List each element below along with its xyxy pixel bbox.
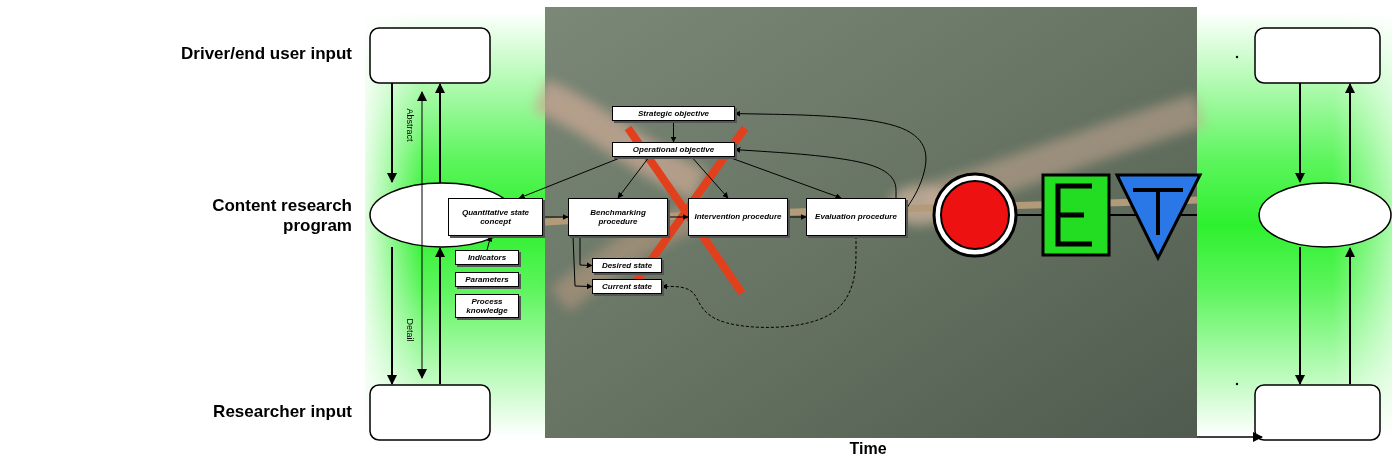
dot — [1236, 56, 1238, 58]
program-ellipse — [1259, 183, 1391, 247]
state-box: Desired state — [592, 258, 662, 273]
objective-box: Strategic objective — [612, 106, 735, 121]
node-text: Strategic objective — [638, 109, 709, 118]
node-text: Quantitative state concept — [452, 208, 539, 226]
flow-connector — [573, 236, 592, 287]
input-box — [370, 28, 490, 83]
flow-connector — [618, 157, 649, 198]
scale-label: Detail — [405, 318, 416, 341]
detail-box: Parameters — [455, 272, 519, 287]
flow-connector — [487, 236, 491, 250]
label-text: Content research program — [212, 196, 352, 235]
dot — [1236, 383, 1238, 385]
flow-connector — [692, 157, 728, 198]
green-band — [365, 12, 550, 437]
label-text: Detail — [405, 318, 415, 341]
detail-box: Indicators — [455, 250, 519, 265]
green-band-fade — [1195, 12, 1392, 437]
green-band — [1195, 12, 1392, 437]
flow-arrow — [439, 248, 441, 384]
row-label: Content research program — [182, 196, 352, 237]
node-text: Evaluation procedure — [815, 212, 897, 221]
green-square-symbol — [1043, 175, 1109, 255]
flow-connector — [735, 114, 926, 210]
node-text: Process knowledge — [459, 297, 515, 315]
flow-arrow — [1299, 83, 1301, 182]
flow-arrow — [1349, 248, 1351, 384]
node-text: Current state — [602, 282, 652, 291]
flow-arrow — [391, 247, 393, 384]
node-text: Operational objective — [633, 145, 714, 154]
label-text: Researcher input — [213, 402, 352, 421]
flow-arrow — [1299, 247, 1301, 384]
node-text: Intervention procedure — [694, 212, 781, 221]
flow-connector — [580, 236, 592, 266]
row-label: Driver/end user input — [100, 44, 352, 64]
label-text: Time — [849, 440, 886, 457]
flow-connector — [519, 157, 622, 198]
input-box — [1255, 28, 1380, 83]
red-circle-symbol — [941, 181, 1009, 249]
procedure-box: Intervention procedure — [688, 198, 788, 236]
flow-connector — [673, 121, 674, 142]
blue-triangle-symbol — [1117, 175, 1200, 258]
row-label: Researcher input — [100, 402, 352, 422]
procedure-box: Benchmarking procedure — [568, 198, 668, 236]
state-box: Current state — [592, 279, 662, 294]
axis-label: Time — [818, 439, 918, 458]
photo-background — [545, 7, 1197, 438]
flow-connector — [729, 157, 841, 198]
flow-connector — [662, 236, 856, 327]
flow-connector — [543, 217, 568, 218]
green-band-fade — [365, 12, 550, 437]
scale-bracket — [422, 92, 423, 378]
photo-arms — [540, 95, 1200, 300]
time-axis — [1190, 436, 1262, 438]
node-text: Indicators — [468, 253, 506, 262]
red-circle-symbol — [934, 174, 1016, 256]
input-box — [370, 385, 490, 440]
procedure-box: Evaluation procedure — [806, 198, 906, 236]
node-text: Parameters — [465, 275, 509, 284]
concept-box: Quantitative state concept — [448, 198, 543, 236]
objective-box: Operational objective — [612, 142, 735, 157]
flow-arrow — [439, 84, 441, 183]
node-text: Desired state — [602, 261, 652, 270]
label-text: Abstract — [405, 108, 415, 141]
node-text: Benchmarking procedure — [572, 208, 664, 226]
flow-arrow — [391, 83, 393, 182]
input-box — [1255, 385, 1380, 440]
flow-arrow — [1349, 84, 1351, 183]
t-shape — [1133, 190, 1183, 235]
scale-label: Abstract — [405, 108, 416, 141]
detail-box: Process knowledge — [455, 294, 519, 318]
label-text: Driver/end user input — [181, 44, 352, 63]
flow-connector — [735, 150, 896, 198]
flow-connector — [668, 217, 688, 218]
e-shape — [1058, 186, 1092, 244]
flow-connector — [788, 217, 806, 218]
